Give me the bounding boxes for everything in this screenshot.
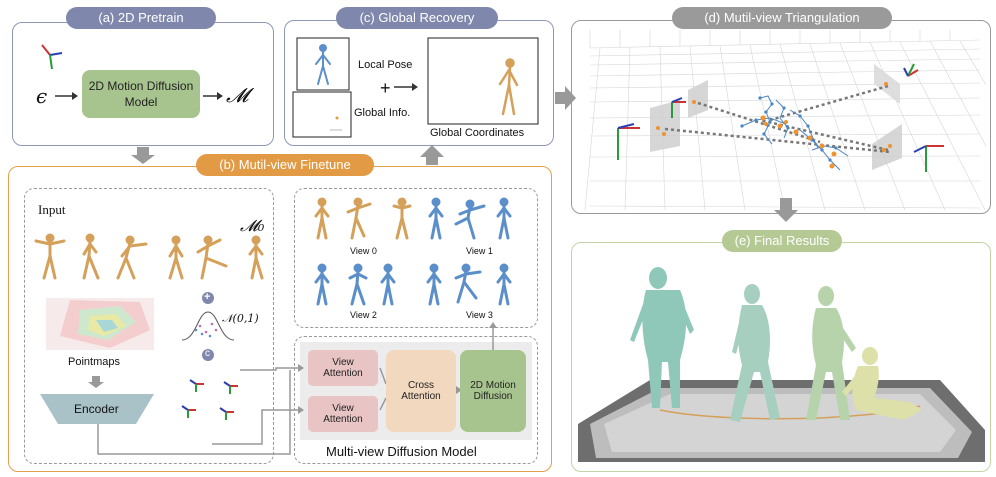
input-skeletons [34,233,264,280]
view-3-label: View 3 [466,310,493,320]
finetune-title: (b) Mutil-view Finetune [196,154,374,176]
human-figure-4 [842,347,922,420]
axis-gizmo-icon [41,44,63,70]
view-1-label: View 1 [466,246,493,256]
epsilon-symbol: ϵ [36,84,48,108]
camera-plane-bottom [872,124,902,170]
concat-operator-label: c [205,348,210,359]
m0-symbol: 𝓜₀ [240,216,265,235]
view-0-label: View 0 [350,246,377,256]
camera-axes-icon [617,63,944,172]
view-skeletons [314,197,512,306]
plus-label: + [380,78,391,98]
views-dashed-box [294,188,538,328]
global-info-label: Global Info. [354,107,411,119]
human-figure-3 [806,286,856,420]
pretrain-title: (a) 2D Pretrain [66,7,216,29]
local-pose-skeleton [315,44,331,85]
pointmap-image [46,298,154,350]
gaussian-curve [181,311,235,341]
up-arrow-icon [420,145,444,165]
motion-diffusion-box: 2D Motion Diffusion [460,350,526,432]
mvdm-dashed-box [294,336,538,464]
global-coords-label: Global Coordinates [430,127,525,139]
plus-operator-label: + [204,291,211,303]
encoder-shape [40,394,154,424]
down-arrow-final-icon [774,198,798,222]
global-coords-skeleton [498,58,519,116]
human-figure-1 [630,267,694,408]
triangulation-title: (d) Mutil-view Triangulation [672,7,892,29]
camera-plane-top [688,80,708,118]
motion-symbol: 𝓜 [226,83,249,107]
view-2-label: View 2 [350,310,377,320]
view-attention-1-box: View Attention [308,350,378,386]
input-dashed-box [24,188,274,464]
input-label: Input [38,202,66,217]
human-figure-2 [730,284,780,422]
local-pose-label: Local Pose [358,59,413,71]
encoder-label: Encoder [74,402,119,416]
recovery-title: (c) Global Recovery [336,7,498,29]
pretrain-model-box: 2D Motion Diffusion Model [82,70,200,118]
final-title: (e) Final Results [722,230,842,252]
view-attention-2-box: View Attention [308,396,378,432]
mvdm-label: Multi-view Diffusion Model [326,444,477,459]
noise-symbol: 𝒩(0,1) [222,312,259,325]
pointmaps-label: Pointmaps [68,356,120,368]
right-arrow-icon [555,86,576,110]
down-arrow-icon [131,147,155,164]
cross-attention-box: Cross Attention [386,350,456,432]
